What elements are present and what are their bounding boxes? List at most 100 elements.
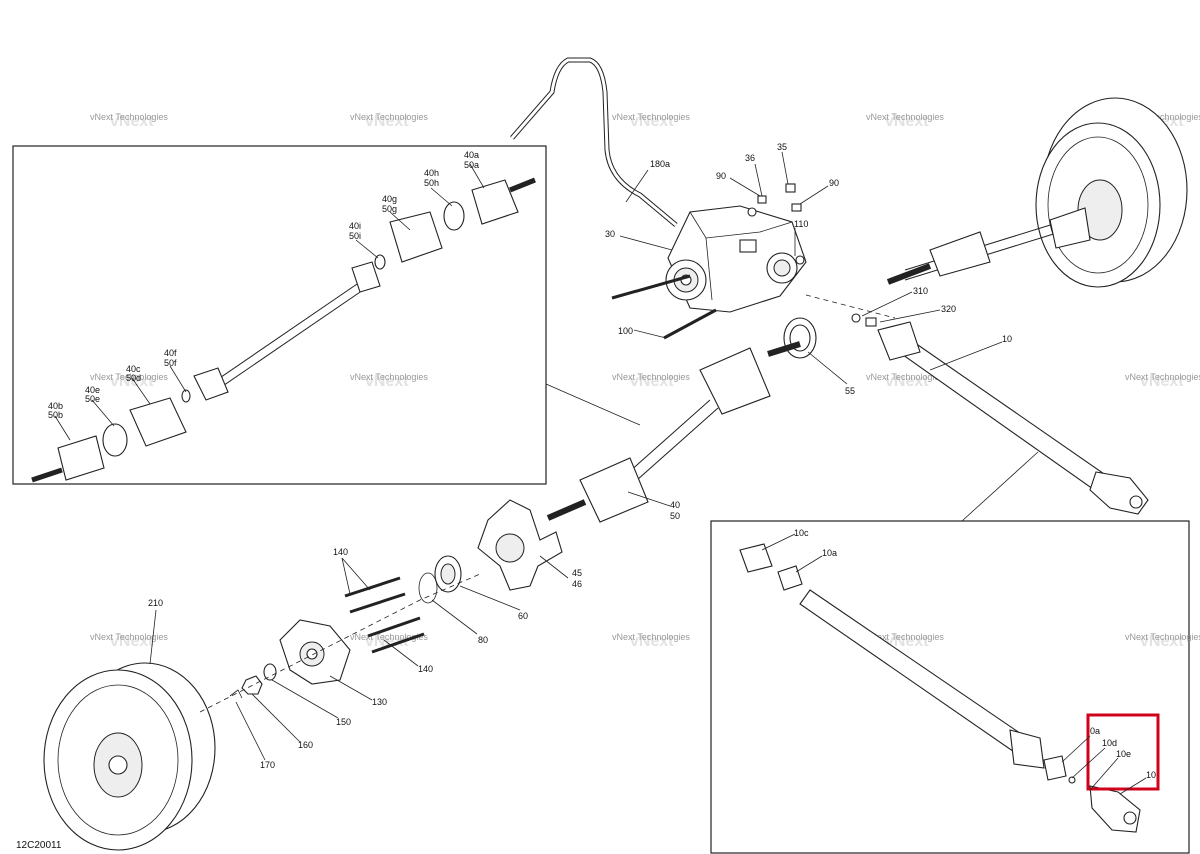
fastener-35: [785, 183, 796, 193]
leader-lines: [54, 151, 1147, 795]
fastener-36: [757, 195, 767, 204]
callout-40a: 40a: [464, 150, 479, 160]
callout-40: 40: [670, 500, 680, 510]
watermark: vNext Technologies: [612, 632, 690, 642]
propshaft-detail-frame: [710, 520, 1190, 854]
assembly-axis-diff: [805, 294, 896, 319]
watermark-big: vNext: [630, 113, 674, 130]
cv-axle-exploded: [31, 177, 536, 483]
watermark-big: vNext: [110, 113, 154, 130]
watermark-big: vNext: [630, 633, 674, 650]
callout-50b: 50b: [48, 410, 63, 420]
callout-60: 60: [518, 611, 528, 621]
callout-50h: 50h: [424, 178, 439, 188]
bolt-100a: [611, 274, 691, 300]
callout-50i: 50i: [349, 231, 361, 241]
watermark-big: vNext: [110, 633, 154, 650]
watermark: vNext Technologies: [1125, 372, 1200, 382]
callout-140: 140: [418, 664, 433, 674]
cv-joint-detail-frame: [12, 145, 547, 485]
watermark-group: vNext vNext Technologies vNext vNext Tec…: [90, 112, 1200, 650]
cotter-pin: [229, 689, 243, 699]
hub-nut: [241, 675, 263, 695]
breather-hose: [510, 57, 678, 227]
callout-320: 320: [941, 304, 956, 314]
callout-36: 36: [745, 153, 755, 163]
watermark: vNext Technologies: [866, 112, 944, 122]
callout-30: 30: [605, 229, 615, 239]
callout-10c: 10c: [794, 528, 809, 538]
callout-180a: 180a: [650, 159, 670, 169]
callout-90: 90: [716, 171, 726, 181]
callout-50g: 50g: [382, 204, 397, 214]
watermark-big: vNext: [885, 633, 929, 650]
watermark: vNext Technologies: [866, 372, 944, 382]
callout-100: 100: [618, 326, 633, 336]
callout-10e: 10e: [1116, 749, 1131, 759]
callout-50a: 50a: [464, 160, 479, 170]
watermark: vNext Technologies: [866, 632, 944, 642]
drawing-code: 12C20011: [16, 840, 62, 851]
steering-knuckle: [477, 499, 563, 591]
leader-detail-left: [545, 383, 641, 426]
watermark-big: vNext: [630, 373, 674, 390]
callout-40f: 40f: [164, 348, 177, 358]
watermark-big: vNext: [1140, 373, 1184, 390]
wheel-hub: [279, 619, 351, 685]
watermark-big: vNext: [365, 373, 409, 390]
watermark: vNext Technologies: [90, 632, 168, 642]
differential-housing: [665, 205, 807, 313]
watermark-big: vNext: [885, 113, 929, 130]
bolt-100b: [663, 308, 717, 340]
watermark: vNext Technologies: [612, 372, 690, 382]
stud-140b: [349, 592, 406, 614]
callout-50: 50: [670, 511, 680, 521]
drive-axle-right: [886, 207, 1091, 285]
watermark-big: vNext: [885, 373, 929, 390]
callout-170: 170: [260, 760, 275, 770]
callout-10a: 10a: [822, 548, 837, 558]
callout-130: 130: [372, 697, 387, 707]
callout-110: 110: [794, 219, 808, 229]
callout-labels: 180a 36 35 90 90 110 30 100 310 320 10 5…: [48, 142, 1156, 780]
watermark-big: vNext: [1140, 633, 1184, 650]
callout-50d: 50d: [126, 373, 141, 383]
callout-90: 90: [829, 178, 839, 188]
callout-45: 45: [572, 568, 582, 578]
watermark: vNext Technologies: [1125, 112, 1200, 122]
callout-40c: 40c: [126, 364, 141, 374]
callout-40h: 40h: [424, 168, 439, 178]
wheel-front-left: [43, 662, 216, 851]
highlight-box: [1086, 713, 1160, 791]
stud-140c: [367, 616, 421, 638]
assembly-axis-wheel: [199, 573, 481, 713]
spacer-320: [865, 317, 877, 327]
circlip: [418, 572, 438, 604]
callout-40g: 40g: [382, 194, 397, 204]
propshaft-exploded: [739, 543, 1141, 833]
callout-10: 10: [1002, 334, 1012, 344]
callout-10-cut: 10: [1146, 770, 1156, 780]
callout-40i: 40i: [349, 221, 361, 231]
callout-40b: 40b: [48, 401, 63, 411]
callout-210: 210: [148, 598, 163, 608]
callout-40e: 40e: [85, 385, 100, 395]
callout-150: 150: [336, 717, 351, 727]
callout-310: 310: [913, 286, 928, 296]
washer: [263, 663, 277, 681]
watermark: vNext Technologies: [350, 632, 428, 642]
propeller-shaft: [877, 321, 1149, 515]
drive-axle-center: [546, 341, 801, 523]
stud-140a: [344, 576, 401, 598]
circlip-310: [851, 313, 861, 323]
callout-80: 80: [478, 635, 488, 645]
leader-detail-right: [961, 451, 1039, 522]
watermark: vNext Technologies: [350, 112, 428, 122]
stud-140d: [371, 632, 425, 654]
callout-160: 160: [298, 740, 313, 750]
watermark-big: vNext: [365, 113, 409, 130]
callout-10a-cut: 0a: [1090, 726, 1100, 736]
callout-55: 55: [845, 386, 855, 396]
callout-50e: 50e: [85, 394, 100, 404]
